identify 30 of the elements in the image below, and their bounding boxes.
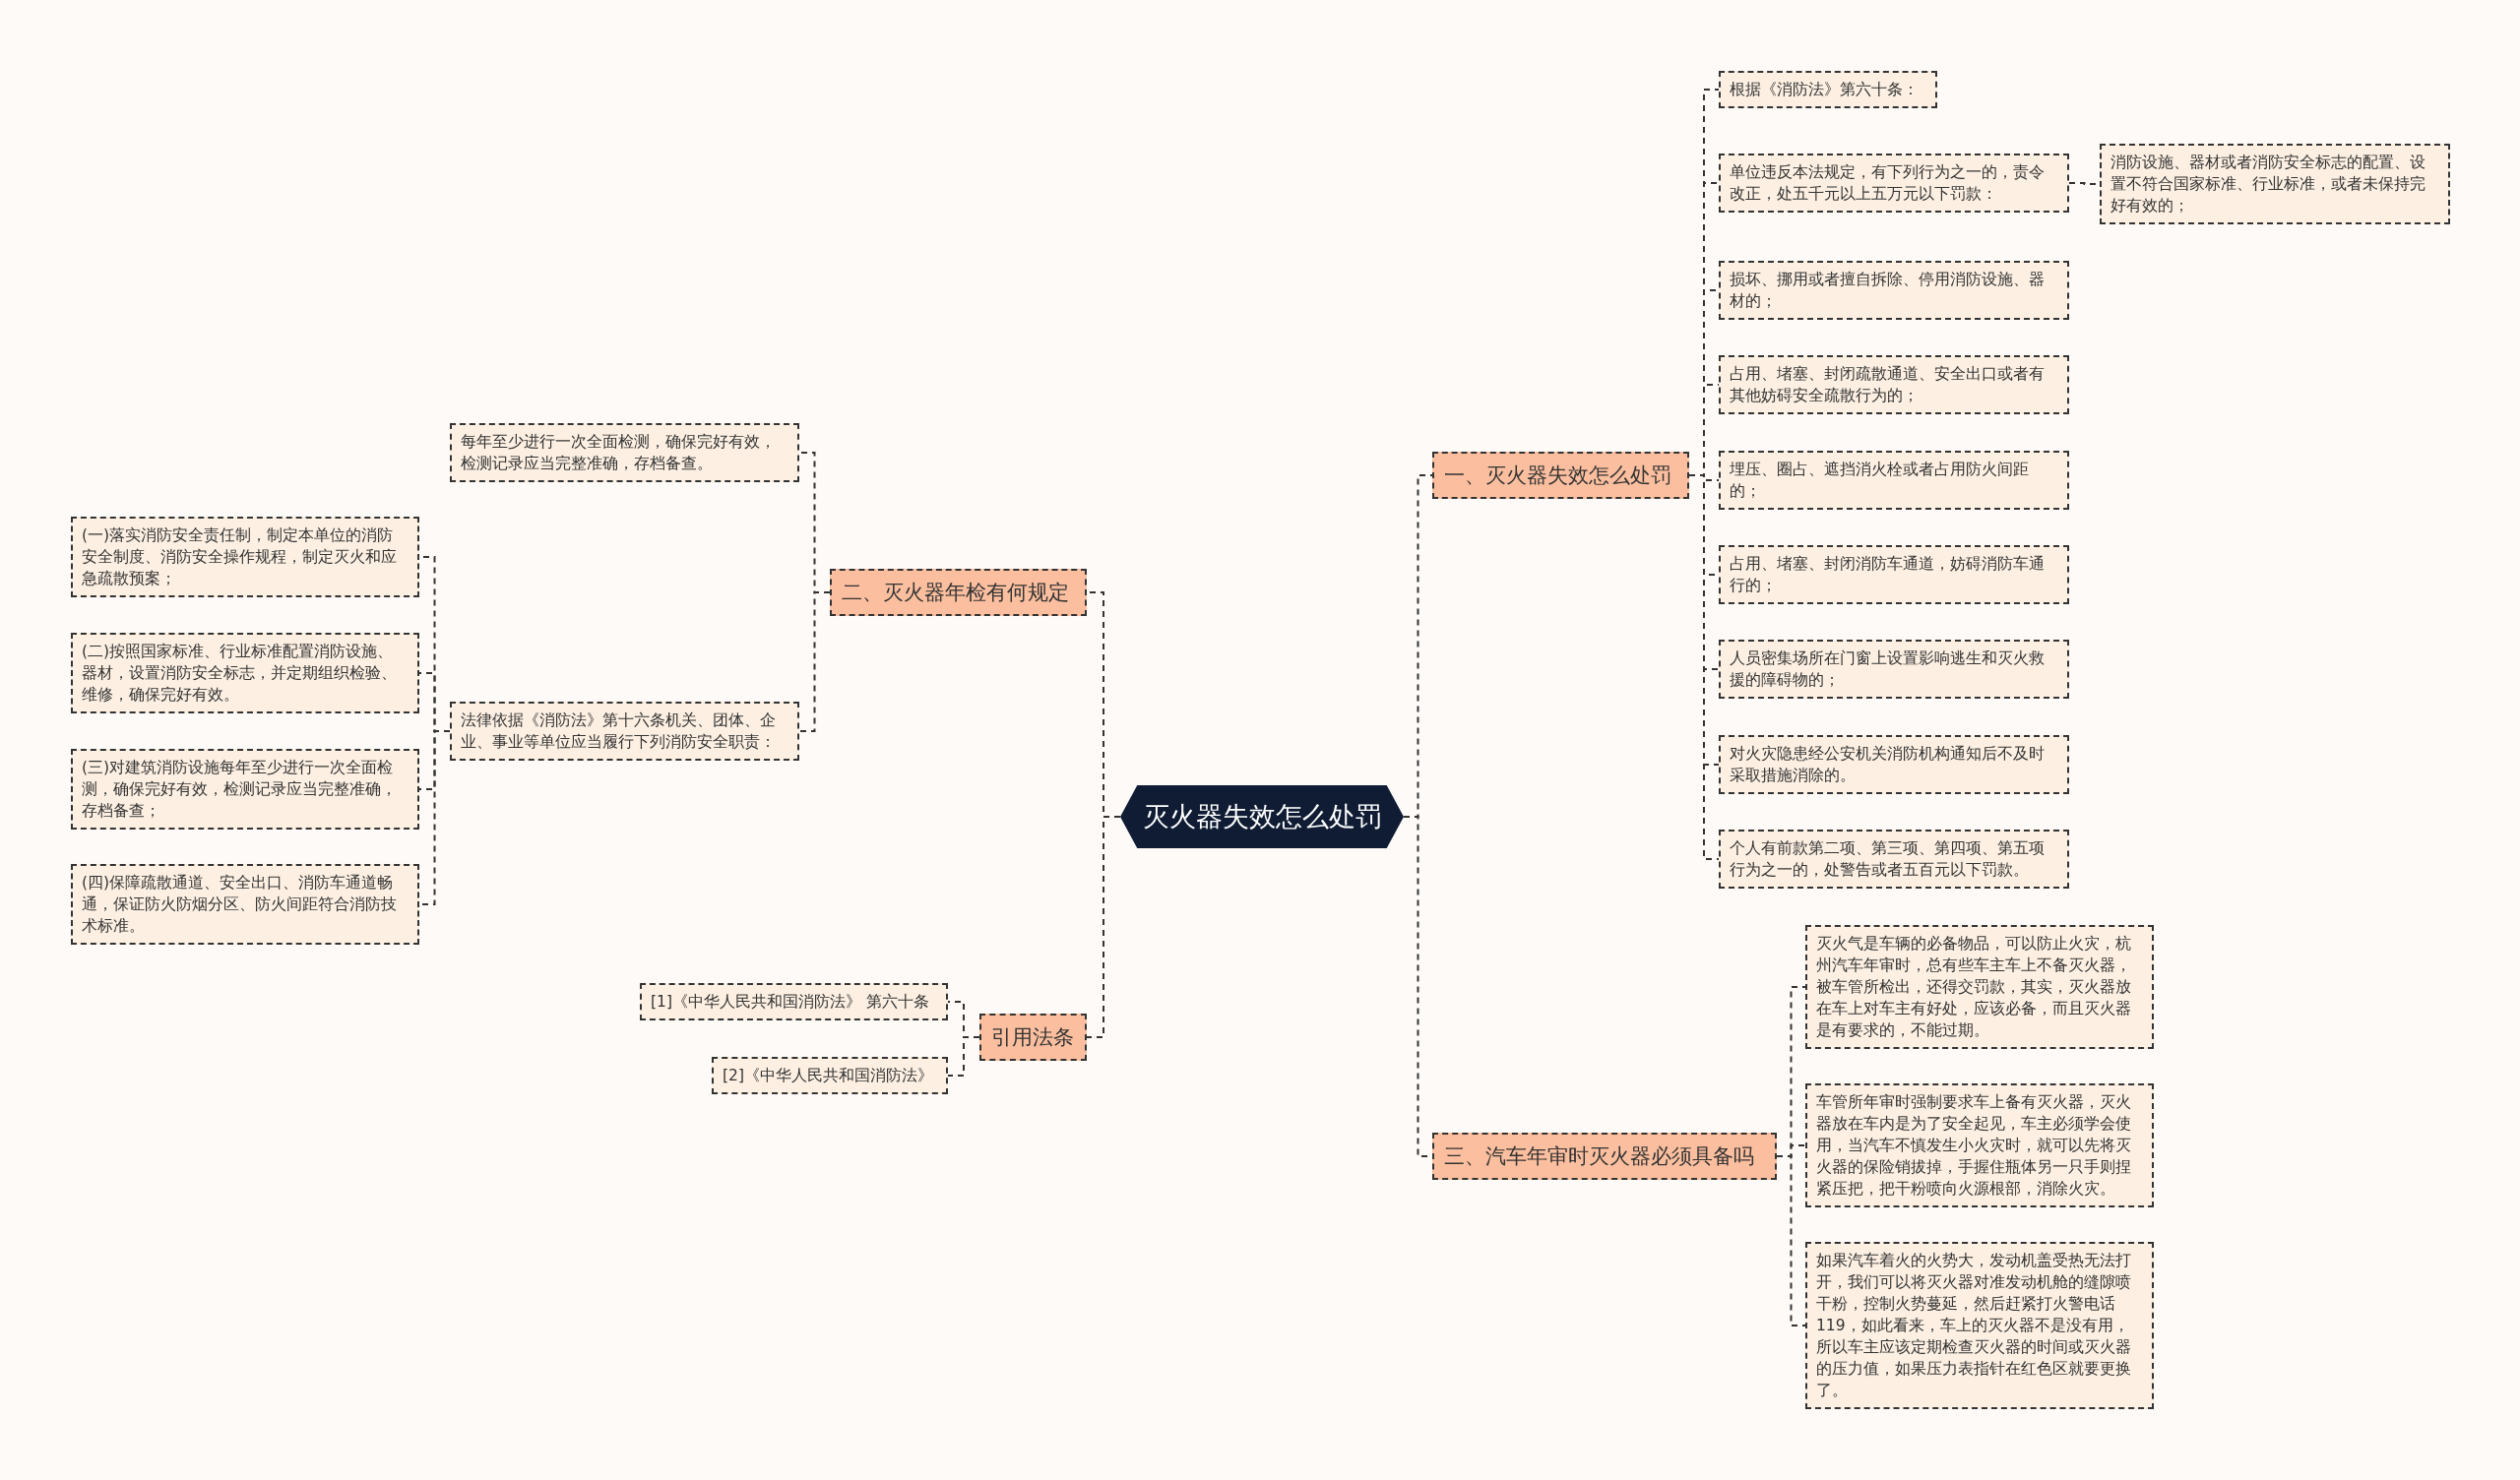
topic-box: 二、灭火器年检有何规定 [830,569,1087,616]
note-box: 占用、堵塞、封闭疏散通道、安全出口或者有其他妨碍安全疏散行为的； [1719,355,2069,414]
note-box: 每年至少进行一次全面检测，确保完好有效，检测记录应当完整准确，存档备查。 [450,423,799,482]
topic-box: 一、灭火器失效怎么处罚 [1432,452,1689,499]
topic-box: 三、汽车年审时灭火器必须具备吗 [1432,1133,1777,1180]
note-box: 车管所年审时强制要求车上备有灭火器，灭火器放在车内是为了安全起见，车主必须学会使用，当汽车不慎发生小火灾时，就可以先将灭火器的保险销拔掉，手握住瓶体另一只手则捏紧压把，把干粉喷向火源根部，消除火灾。 [1805,1083,2154,1207]
connector-line [798,591,831,732]
note-box: 消防设施、器材或者消防安全标志的配置、设置不符合国家标准、行业标准，或者未保持完好有效的； [2100,144,2450,224]
connector-line [1776,1155,1806,1326]
connector-line [1086,816,1121,1038]
note-box: [2]《中华人民共和国消防法》 [712,1057,948,1094]
note-box: 如果汽车着火的火势大，发动机盖受热无法打开，我们可以将灭火器对准发动机舱的缝隙喷干粉，控制火势蔓延，然后赶紧打火警电话119，如此看来，车上的灭火器不是没有用，所以车主应该定期检查灭火器的时间或灭火器的压力值，如果压力表指针在红色区就要更换了。 [1805,1242,2154,1409]
note-box: 人员密集场所在门窗上设置影响逃生和灭火救援的障碍物的； [1719,640,2069,699]
note-box: (三)对建筑消防设施每年至少进行一次全面检测，确保完好有效，检测记录应当完整准确，存档备查； [71,749,419,830]
note-box: 损坏、挪用或者擅自拆除、停用消防设施、器材的； [1719,261,2069,320]
note-box: (四)保障疏散通道、安全出口、消防车通道畅通，保证防火防烟分区、防火间距符合消防技术标准。 [71,864,419,945]
note-box: 埋压、圈占、遮挡消火栓或者占用防火间距的； [1719,451,2069,510]
note-box: 对火灾隐患经公安机关消防机构通知后不及时采取措施消除的。 [1719,735,2069,794]
note-box: 个人有前款第二项、第三项、第四项、第五项行为之一的，处警告或者五百元以下罚款。 [1719,830,2069,889]
note-box: 单位违反本法规定，有下列行为之一的，责令改正，处五千元以上五万元以下罚款： [1719,154,2069,213]
note-box: [1]《中华人民共和国消防法》 第六十条 [640,983,948,1020]
note-box: 灭火气是车辆的必备物品，可以防止火灾，杭州汽车年审时，总有些车主车上不备灭火器，被车管所检出，还得交罚款，其实，灭火器放在车上对车主有好处，应该必备，而且灭火器是有要求的，不能过期。 [1805,925,2154,1049]
central-topic: 灭火器失效怎么处罚 [1120,785,1404,848]
note-box: 根据《消防法》第六十条： [1719,71,1937,108]
note-box: 法律依据《消防法》第十六条机关、团体、企业、事业等单位应当履行下列消防安全职责： [450,702,799,761]
note-box: 占用、堵塞、封闭消防车通道，妨碍消防车通行的； [1719,545,2069,604]
note-box: (二)按照国家标准、行业标准配置消防设施、器材，设置消防安全标志，并定期组织检验、维修，确保完好有效。 [71,633,419,713]
note-box: (一)落实消防安全责任制，制定本单位的消防安全制度、消防安全操作规程，制定灭火和应急疏散预案； [71,517,419,597]
topic-box: 引用法条 [979,1014,1087,1061]
connector-line [947,1036,980,1077]
